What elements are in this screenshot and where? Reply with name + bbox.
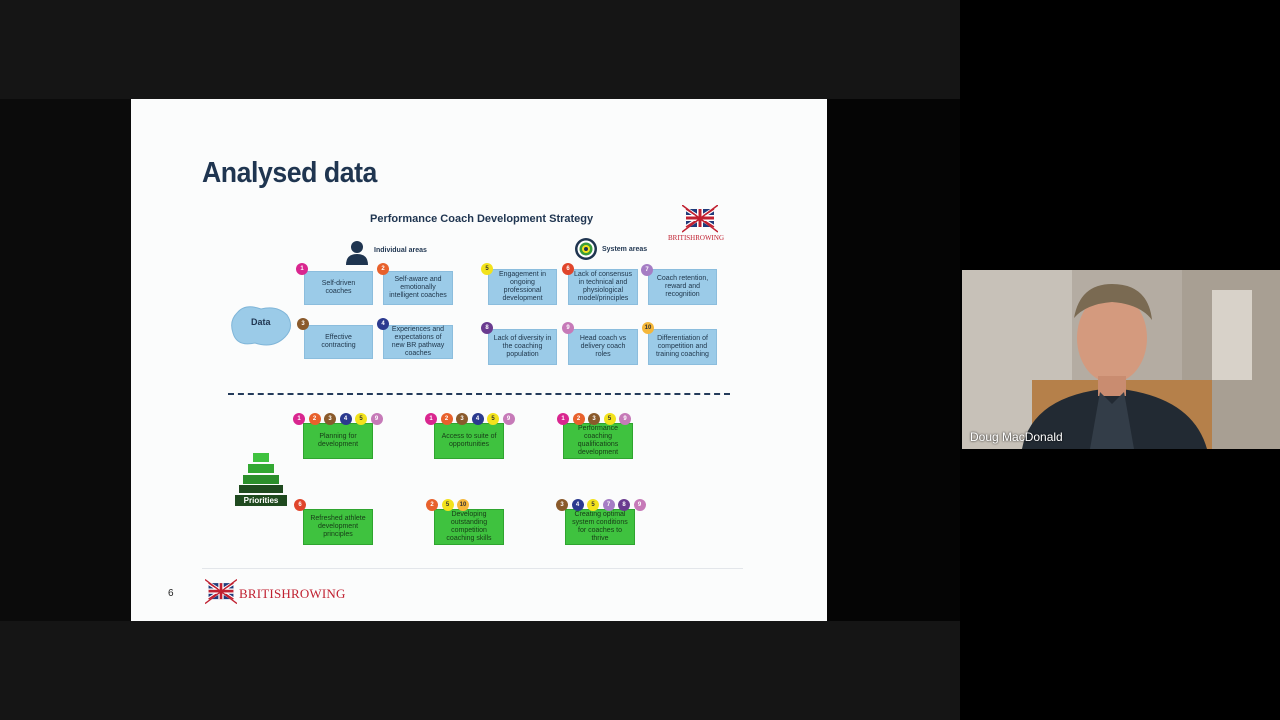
area-number-badge: 10 — [642, 322, 654, 334]
area-box-5: Engagement in ongoing professional devel… — [488, 269, 557, 305]
priority-box-3: Performance coaching qualifications deve… — [563, 423, 633, 459]
priority-number-badge: 5 — [603, 413, 616, 425]
person-icon — [346, 241, 368, 265]
area-box-3: Effective contracting — [304, 325, 373, 359]
bottom-letterbox — [0, 621, 960, 720]
priority-number-badge: 3 — [556, 499, 568, 511]
area-box-2: Self-aware and emotionally intelligent c… — [383, 271, 453, 305]
priority-box-4: Refreshed athlete development principles — [303, 509, 373, 545]
priority-number-badge: 1 — [293, 413, 305, 425]
area-number-badge: 3 — [297, 318, 309, 330]
priority-number-badge: 2 — [426, 499, 438, 511]
priority-number-badge: 1 — [425, 413, 437, 425]
system-areas-label: System areas — [602, 246, 648, 253]
priority-number-badge: 3 — [456, 413, 468, 425]
priority-box-6: Creating optimal system conditions for c… — [565, 509, 635, 545]
area-box-10: Differentiation of competition and train… — [648, 329, 717, 365]
area-number-badge: 4 — [377, 318, 389, 330]
priority-number-badge: 5 — [487, 413, 499, 425]
individual-areas-label: Individual areas — [374, 247, 427, 254]
area-number-badge: 6 — [562, 263, 574, 275]
data-label: Data — [251, 317, 271, 327]
slide-title: Analysed data — [202, 157, 377, 189]
priority-number-badge: 1 — [557, 413, 569, 425]
union-jack-oars-icon — [682, 205, 718, 233]
british-rowing-logo-top: BRITISHROWING — [668, 205, 730, 245]
priority-number-badge: 9 — [619, 413, 631, 425]
area-number-badge: 7 — [641, 264, 653, 276]
area-box-1: Self-driven coaches — [304, 271, 373, 305]
participant-name: Doug MacDonald — [970, 430, 1063, 444]
priority-number-badge: 3 — [588, 413, 600, 425]
logo-top-text: BRITISHROWING — [668, 234, 724, 242]
priority-number-badge: 6 — [294, 499, 306, 511]
area-box-8: Lack of diversity in the coaching popula… — [488, 329, 557, 365]
priority-number-badge: 5 — [355, 413, 367, 425]
british-rowing-logo-bottom: BRITISHROWING — [205, 579, 355, 605]
area-number-badge: 1 — [296, 263, 308, 275]
area-number-badge: 2 — [377, 263, 389, 275]
area-number-badge: 9 — [562, 322, 574, 334]
priorities-label: Priorities — [235, 495, 287, 506]
area-number-badge: 8 — [481, 322, 493, 334]
priority-number-badge: 2 — [308, 413, 321, 425]
participant-video-feed — [962, 270, 1280, 449]
area-box-4: Experiences and expectations of new BR p… — [383, 325, 453, 359]
page-number: 6 — [168, 588, 174, 599]
area-box-6: Lack of consensus in technical and physi… — [568, 269, 638, 305]
area-box-9: Head coach vs delivery coach roles — [568, 329, 638, 365]
participant-video-tile[interactable]: Doug MacDonald — [962, 270, 1280, 449]
area-box-7: Coach retention, reward and recognition — [648, 269, 717, 305]
priority-number-badge: 4 — [471, 413, 484, 425]
priority-box-2: Access to suite of opportunities — [434, 423, 504, 459]
priority-number-badge: 8 — [618, 499, 630, 511]
pyramid-icon — [239, 453, 283, 493]
priority-number-badge: 4 — [571, 499, 584, 511]
data-blob-shape — [231, 306, 291, 346]
priority-number-badge: 9 — [633, 499, 646, 511]
top-letterbox — [0, 0, 960, 99]
priority-number-badge: 9 — [370, 413, 383, 425]
priority-number-badge: 3 — [324, 413, 336, 425]
priority-number-badge: 4 — [339, 413, 352, 425]
priority-number-badge: 10 — [457, 499, 469, 511]
section-divider-dashed — [228, 393, 730, 395]
shared-slide: Analysed data Performance Coach Developm… — [131, 99, 827, 621]
area-number-badge: 5 — [481, 263, 493, 275]
priority-number-badge: 2 — [572, 413, 585, 425]
priority-number-badge: 9 — [502, 413, 515, 425]
logo-bottom-text: BRITISHROWING — [239, 586, 346, 601]
priority-number-badge: 7 — [602, 499, 615, 511]
priority-box-1: Planning for development — [303, 423, 373, 459]
strategy-title: Performance Coach Development Strategy — [370, 213, 594, 225]
target-icon — [575, 238, 597, 260]
union-jack-oars-icon — [205, 579, 237, 605]
priority-number-badge: 5 — [587, 499, 599, 511]
priority-number-badge: 2 — [440, 413, 453, 425]
priority-box-5: Developing outstanding competition coach… — [434, 509, 504, 545]
footer-divider — [202, 568, 743, 569]
priority-number-badge: 5 — [441, 499, 454, 511]
slide-side-margin — [827, 99, 960, 621]
